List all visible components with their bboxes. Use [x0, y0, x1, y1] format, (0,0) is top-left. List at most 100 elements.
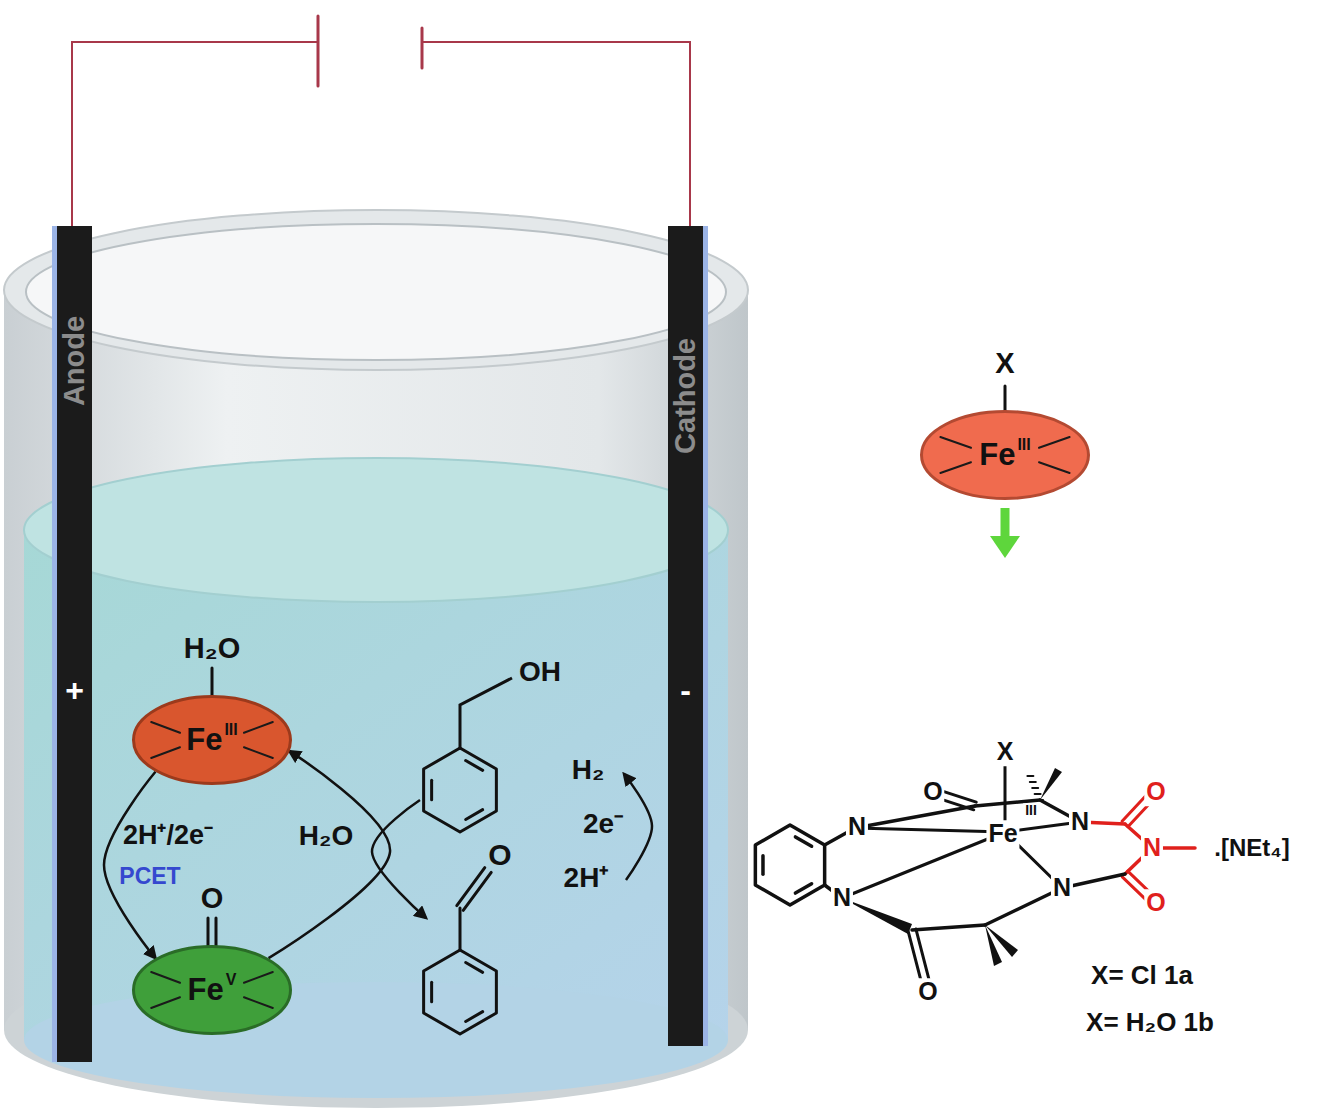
atom-label: N — [831, 884, 853, 912]
oxidation-arrow — [372, 800, 426, 918]
ellipse-shape — [134, 697, 291, 784]
ligand-spoke — [151, 997, 180, 1008]
metal-symbol: Fe — [188, 972, 224, 1007]
atom-label: O — [1144, 889, 1167, 917]
aromatic-bond — [466, 1012, 483, 1022]
double-bond — [457, 868, 485, 906]
aromatic-bond — [466, 761, 483, 771]
aromatic-bond — [761, 856, 765, 875]
double-bond — [215, 918, 218, 947]
cathode-plate: Cathode - — [668, 226, 708, 1046]
electrolyte — [24, 530, 728, 1040]
benzene-ring — [424, 950, 497, 1034]
ligand-spoke — [244, 747, 273, 758]
metal-center: FeV — [132, 945, 292, 1035]
atom-label: N — [1069, 808, 1091, 836]
bold-wedge — [985, 925, 1018, 957]
ligand-spoke — [151, 972, 180, 983]
atom-label: O — [488, 838, 511, 871]
atom-label: O — [1144, 778, 1167, 806]
oxidation-state: III — [1017, 436, 1030, 453]
hashed-wedge — [1030, 781, 1036, 783]
bond-line — [1004, 386, 1007, 412]
aromatic-bond — [430, 780, 433, 800]
hashed-wedge — [1035, 793, 1041, 795]
bond-line — [842, 832, 1005, 898]
metal-label: FeV — [188, 973, 237, 1007]
wire — [72, 42, 318, 226]
atom-label: X — [995, 738, 1016, 766]
atom-label: Fe — [986, 820, 1019, 848]
aromatic-bond — [430, 982, 433, 1002]
aromatic-bond — [466, 810, 483, 820]
bond-line — [459, 908, 462, 950]
electrolyte-surface — [24, 458, 728, 602]
aromatic-bond — [795, 884, 811, 893]
electrolyte-bottom — [24, 982, 728, 1098]
electron-label: 2e⁻ — [583, 809, 623, 840]
hashed-wedge — [1032, 787, 1038, 789]
oxidation-state: III — [224, 721, 237, 738]
counter-ion: .[NEt₄] — [1212, 835, 1291, 861]
bold-wedge — [1040, 768, 1062, 800]
anode-plate: Anode + — [52, 226, 92, 1062]
iron-v-oxo-complex: OFeV — [132, 945, 292, 1035]
electrode-label: Cathode — [670, 338, 702, 454]
axial-ligand: H₂O — [184, 633, 240, 665]
atom-label: OH — [519, 657, 561, 688]
metal-label: FeIII — [979, 438, 1031, 472]
oxidation-state: III — [1023, 803, 1039, 818]
ligand-spoke — [244, 972, 273, 983]
axial-ligand: O — [201, 883, 224, 915]
beaker-opening — [26, 224, 726, 360]
metal-label: FeIII — [186, 723, 238, 757]
metal-symbol: Fe — [979, 437, 1015, 472]
ligand-spoke — [940, 462, 971, 473]
ligand-spoke — [151, 747, 180, 758]
hashed-wedge — [1027, 775, 1033, 777]
product-label: H₂ — [572, 755, 605, 786]
ligand-spoke — [1039, 437, 1070, 448]
battery-plate — [317, 16, 320, 86]
aromatic-bond — [466, 963, 483, 973]
battery-plate — [421, 28, 424, 68]
metal-symbol: Fe — [186, 722, 222, 757]
ligand-spoke — [151, 722, 180, 733]
edge-label: 2H⁺/2e⁻ — [123, 821, 213, 851]
benzene-ring — [755, 825, 824, 905]
beaker-rim — [4, 210, 748, 370]
reagent-label: H₂O — [299, 821, 353, 852]
reduction-arrow — [624, 774, 652, 880]
aromatic-bond — [795, 837, 811, 846]
proton-label: 2H⁺ — [564, 863, 609, 894]
reaction-arrowhead — [990, 536, 1020, 558]
reaction-arrow — [1001, 508, 1010, 538]
double-bond — [207, 918, 210, 947]
iron-iii-complex: XFeIII — [920, 410, 1090, 500]
electrode-label: Anode — [59, 316, 91, 406]
polarity-sign: - — [680, 673, 691, 708]
bond-line — [855, 828, 1005, 832]
double-bond — [916, 929, 930, 983]
bond-line — [211, 668, 214, 697]
bond-line — [460, 678, 512, 748]
atom-label: N — [1051, 874, 1073, 902]
iron-iii-complex: H₂OFeIII — [132, 695, 292, 785]
ligand-spoke — [244, 722, 273, 733]
oxidation-state: V — [226, 971, 237, 988]
ellipse-shape — [922, 412, 1089, 499]
metal-center: FeIII — [132, 695, 292, 785]
compound-label: X= Cl 1a — [1089, 961, 1195, 990]
ligand-spoke — [244, 997, 273, 1008]
ellipse-shape — [134, 947, 291, 1034]
mechanism-label: PCET — [119, 864, 180, 889]
polarity-sign: + — [65, 673, 84, 708]
atom-label: N — [1141, 834, 1163, 862]
ligand-spoke — [940, 437, 971, 448]
reaction-arrow — [269, 751, 391, 958]
bold-wedge — [985, 925, 1002, 966]
ligand-spoke — [1039, 462, 1070, 473]
metal-center: FeIII — [920, 410, 1090, 500]
benzene-ring — [424, 748, 497, 832]
